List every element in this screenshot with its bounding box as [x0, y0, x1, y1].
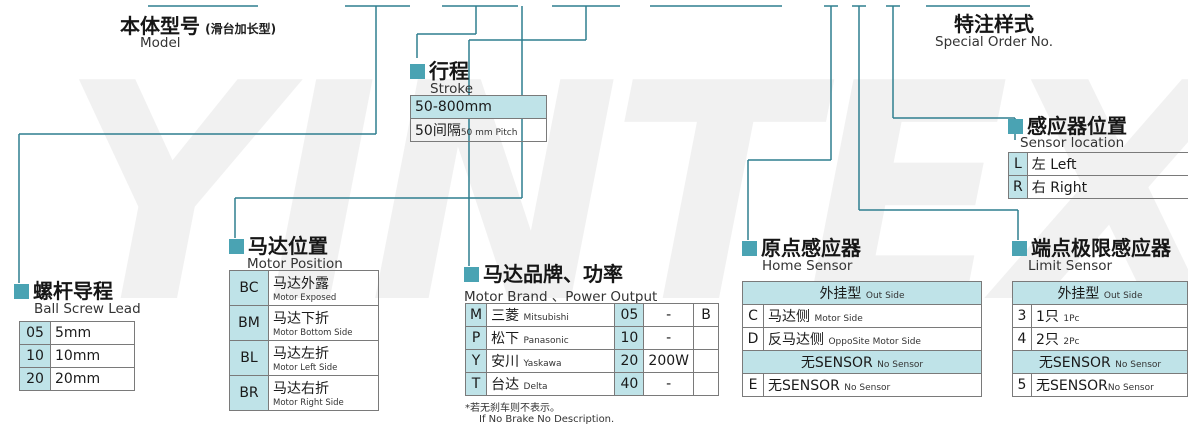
motor-position-title-cn: 马达位置 [248, 234, 328, 258]
model-title-en: Model [140, 35, 181, 51]
table-row: 外挂型 Out Side [1012, 281, 1188, 305]
lead-marker-icon [14, 284, 29, 299]
table-row: 无SENSOR No Sensor [742, 350, 982, 374]
brake-note: *若无刹车则不表示。 If No Brake No Description. [465, 403, 615, 425]
special-title-en: Special Order No. [935, 34, 1053, 50]
motor-position-heading: 马达位置 Motor Position [229, 230, 343, 272]
stroke-title-en: Stroke [430, 81, 474, 97]
sensor-location-title-en: Sensor location [1020, 135, 1125, 151]
model-title-cn: 本体型号 [120, 14, 200, 38]
stroke-table: 50-800mm 50间隔50 mm Pitch [410, 95, 547, 142]
lead-title-cn: 螺杆导程 [33, 279, 113, 303]
limit-sensor-heading: 端点极限感应器 Limit Sensor [1012, 232, 1171, 274]
motor-brand-marker-icon [464, 267, 479, 282]
home-sensor-heading: 原点感应器 Home Sensor [742, 232, 861, 274]
motor-position-marker-icon [229, 239, 244, 254]
table-row: 外挂型 Out Side [742, 281, 982, 305]
home-sensor-marker-icon [742, 241, 757, 256]
stroke-range: 50-800mm [410, 95, 547, 119]
home-sensor-title-en: Home Sensor [762, 258, 853, 274]
sensor-location-marker-icon [1008, 119, 1023, 134]
motor-brand-title-cn: 马达品牌、功率 [483, 262, 623, 286]
stroke-pitch: 50间隔50 mm Pitch [410, 118, 547, 142]
special-block: 特注样式 Special Order No. [935, 8, 1053, 50]
lead-heading: 螺杆导程 Ball Screw Lead [14, 275, 141, 317]
special-title-cn: 特注样式 [954, 12, 1034, 36]
stroke-marker-icon [410, 64, 425, 79]
stroke-heading: 行程 Stroke [410, 55, 473, 97]
motor-brand-title-en: Motor Brand 、Power Output [464, 289, 658, 305]
motor-position-title-en: Motor Position [247, 256, 343, 272]
brake-note-cn: 若无刹车则不表示。 [470, 403, 560, 414]
stroke-title-cn: 行程 [429, 59, 469, 83]
limit-sensor-title-cn: 端点极限感应器 [1031, 236, 1171, 260]
lead-title-en: Ball Screw Lead [34, 301, 141, 317]
sensor-location-title-cn: 感应器位置 [1027, 114, 1127, 138]
motor-brand-heading: 马达品牌、功率 Motor Brand 、Power Output [464, 258, 657, 305]
table-row: 无SENSOR No Sensor [1012, 350, 1188, 374]
sensor-location-heading: 感应器位置 Sensor location [1008, 110, 1127, 151]
home-sensor-title-cn: 原点感应器 [761, 236, 861, 260]
limit-sensor-marker-icon [1012, 241, 1027, 256]
model-block: 本体型号 (滑台加长型) Model [120, 10, 276, 51]
brake-note-en: If No Brake No Description. [479, 414, 615, 425]
limit-sensor-title-en: Limit Sensor [1028, 258, 1113, 274]
model-title-sub: (滑台加长型) [205, 22, 277, 36]
